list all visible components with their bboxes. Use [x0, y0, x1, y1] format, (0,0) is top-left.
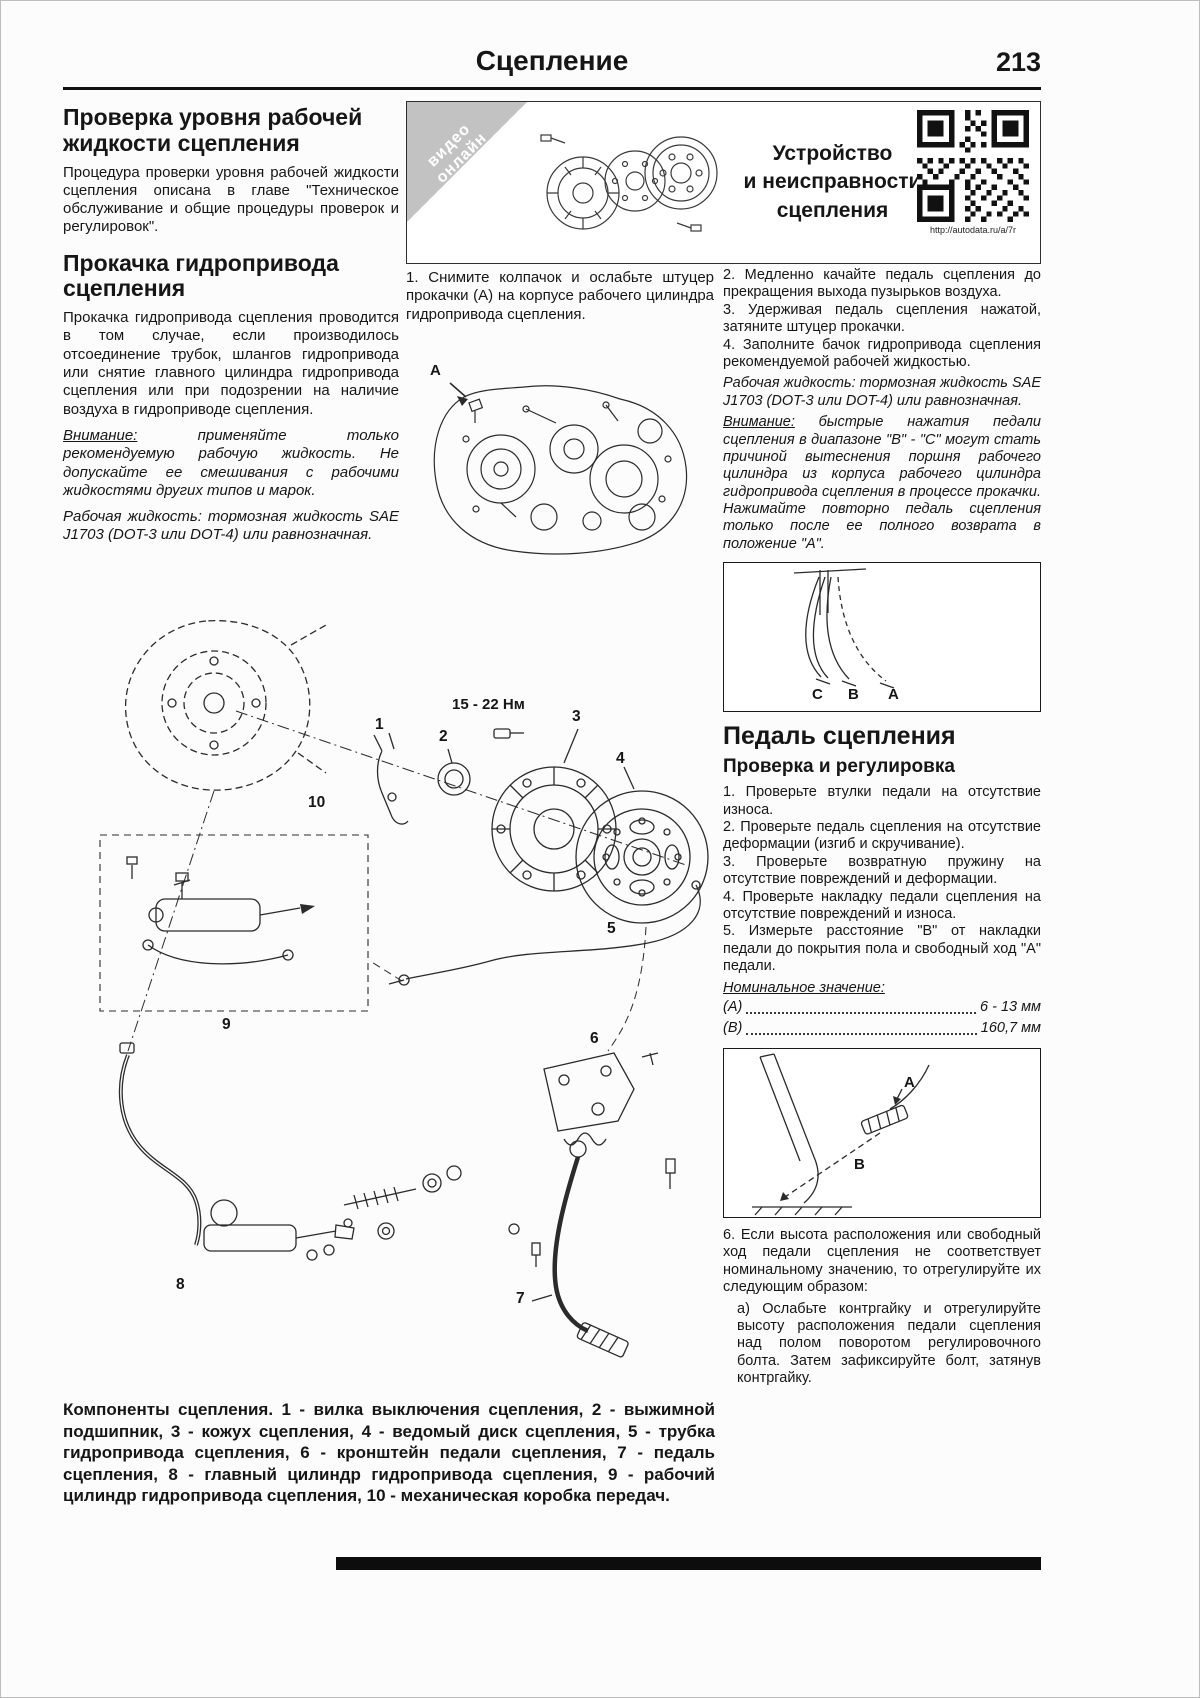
nominal-row-b-name: (В) — [723, 1019, 743, 1036]
part-label-9: 9 — [222, 1016, 231, 1033]
part-label-2: 2 — [439, 728, 448, 745]
video-title-line1: Устройство — [772, 142, 893, 165]
figure-caption: Компоненты сцепления. 1 - вилка выключен… — [63, 1400, 715, 1506]
fluid-level-paragraph: Процедура проверки уровня рабочей жидкос… — [63, 163, 399, 236]
pedal-height-figure: A B — [723, 1047, 1041, 1218]
warning-text-right: быстрые нажатия педали сцепления в диапа… — [723, 414, 1041, 552]
video-online-box: видео онлайн Устройство и неисправности … — [406, 101, 1041, 264]
pedal-item-5: 5. Измерьте расстояние "В" от накладки п… — [723, 923, 1041, 975]
warning-paragraph: Внимание: применяйте только рекомендуему… — [63, 427, 399, 500]
nominal-value-label-text: Номинальное значение: — [723, 979, 885, 996]
pedal-section-heading: Педаль сцепления — [723, 722, 956, 751]
bleed-step4: 4. Заполните бачок гидропривода сцеплени… — [723, 336, 1041, 370]
section-heading-bleeding: Прокачка гидропривода сцепления — [63, 249, 339, 302]
page-number-wrap: 213 — [63, 47, 1041, 78]
bleeding-paragraph: Прокачка гидропривода сцепления проводит… — [63, 309, 399, 418]
nominal-row-b: (В) 160,7 мм — [723, 1018, 1041, 1039]
pedal-item-4: 4. Проверьте накладку педали сцепления н… — [723, 888, 1041, 922]
part-label-3: 3 — [572, 708, 581, 725]
nominal-row-a-value: 6 - 13 мм — [980, 998, 1041, 1015]
pedal-step-6: 6. Если высота расположения или свободны… — [723, 1226, 1041, 1296]
bleed-step3: 3. Удерживая педаль сцепления нажатой, з… — [723, 301, 1041, 336]
torque-label: 15 - 22 Нм — [452, 696, 525, 713]
video-title-line3: сцепления — [776, 198, 889, 222]
bleed-figure: A — [406, 349, 714, 577]
header-rule — [63, 87, 1041, 90]
page-title: Сцепление — [475, 45, 629, 76]
part-label-10: 10 — [308, 794, 326, 811]
pedal-item-3: 3. Проверьте возвратную пружину на отсут… — [723, 853, 1041, 888]
middle-column: 1. Снимите колпачок и ослабьте штуцер пр… — [406, 269, 714, 324]
right-column: 2. Медленно качайте педаль сцепления до … — [723, 267, 1041, 1387]
clutch-exploded-diagram — [99, 619, 709, 1358]
warning-label-right: Внимание: — [723, 414, 795, 431]
video-title: Устройство и неисправности сцепления — [725, 140, 940, 225]
qr-code — [917, 110, 1029, 222]
clutch-mini-diagram — [540, 134, 718, 232]
part-label-4: 4 — [616, 750, 625, 767]
warning-paragraph-right: Внимание: быстрые нажатия педали сцеплен… — [723, 414, 1041, 553]
warning-label: Внимание: — [63, 426, 138, 444]
warning-text: применяйте только рекомендуемую рабочую … — [63, 426, 399, 499]
bleed-step2: 2. Медленно качайте педаль сцепления до … — [723, 267, 1041, 301]
nominal-row-a-name: (А) — [723, 998, 743, 1015]
pedal-positions-figure: C B A — [723, 562, 1041, 713]
pedal-pos-label-c: C — [812, 686, 823, 704]
clutch-components-figure: 15 - 22 Нм 1 2 3 4 5 6 7 8 9 10 — [86, 583, 716, 1388]
footer-bar — [336, 1557, 1041, 1570]
part-label-1: 1 — [375, 716, 384, 733]
part-label-7: 7 — [516, 1290, 525, 1307]
bleed-fig-label-a: A — [430, 362, 441, 379]
pedal-pos-label-a: A — [888, 686, 899, 704]
pedal-pos-label-b: B — [848, 686, 859, 704]
part-label-8: 8 — [176, 1276, 185, 1293]
video-title-line2: и неисправности — [743, 170, 922, 194]
pedal-height-label-b: B — [854, 1155, 865, 1173]
fluid-spec-paragraph-right: Рабочая жидкость: тормозная жидкость SAE… — [723, 375, 1041, 409]
pedal-item-1: 1. Проверьте втулки педали на отсутствие… — [723, 784, 1041, 818]
qr-url: http://autodata.ru/a/7r — [929, 225, 1017, 235]
bleed-step1: 1. Снимите колпачок и ослабьте штуцер пр… — [406, 269, 714, 323]
part-label-6: 6 — [590, 1030, 599, 1047]
pedal-height-label-a: A — [904, 1073, 915, 1091]
dotted-leader — [746, 1032, 977, 1035]
nominal-row-b-value: 160,7 мм — [980, 1019, 1041, 1036]
pedal-positions-diagram — [793, 568, 895, 689]
fluid-spec-paragraph: Рабочая жидкость: тормозная жидкость SAE… — [63, 508, 399, 544]
section-heading-fluid-level: Проверка уровня рабочей жидкости сцеплен… — [63, 104, 363, 156]
figure-caption-wrap: Компоненты сцепления. 1 - вилка выключен… — [63, 1399, 715, 1507]
part-label-5: 5 — [607, 920, 616, 937]
page-number: 213 — [995, 47, 1041, 77]
nominal-value-label: Номинальное значение: — [723, 980, 1041, 997]
pedal-height-diagram — [752, 1053, 930, 1216]
nominal-row-a: (А) 6 - 13 мм — [723, 997, 1041, 1018]
left-column: Проверка уровня рабочей жидкости сцеплен… — [63, 104, 399, 545]
pedal-subheading: Проверка и регулировка — [723, 756, 955, 778]
transmission-diagram — [433, 382, 688, 555]
dotted-leader — [746, 1011, 976, 1014]
page-header: Сцепление — [63, 45, 1041, 77]
pedal-step-6a: а) Ослабьте контргайку и отрегулируйте в… — [737, 1300, 1041, 1387]
pedal-item-2: 2. Проверьте педаль сцепления на отсутст… — [723, 819, 1041, 853]
